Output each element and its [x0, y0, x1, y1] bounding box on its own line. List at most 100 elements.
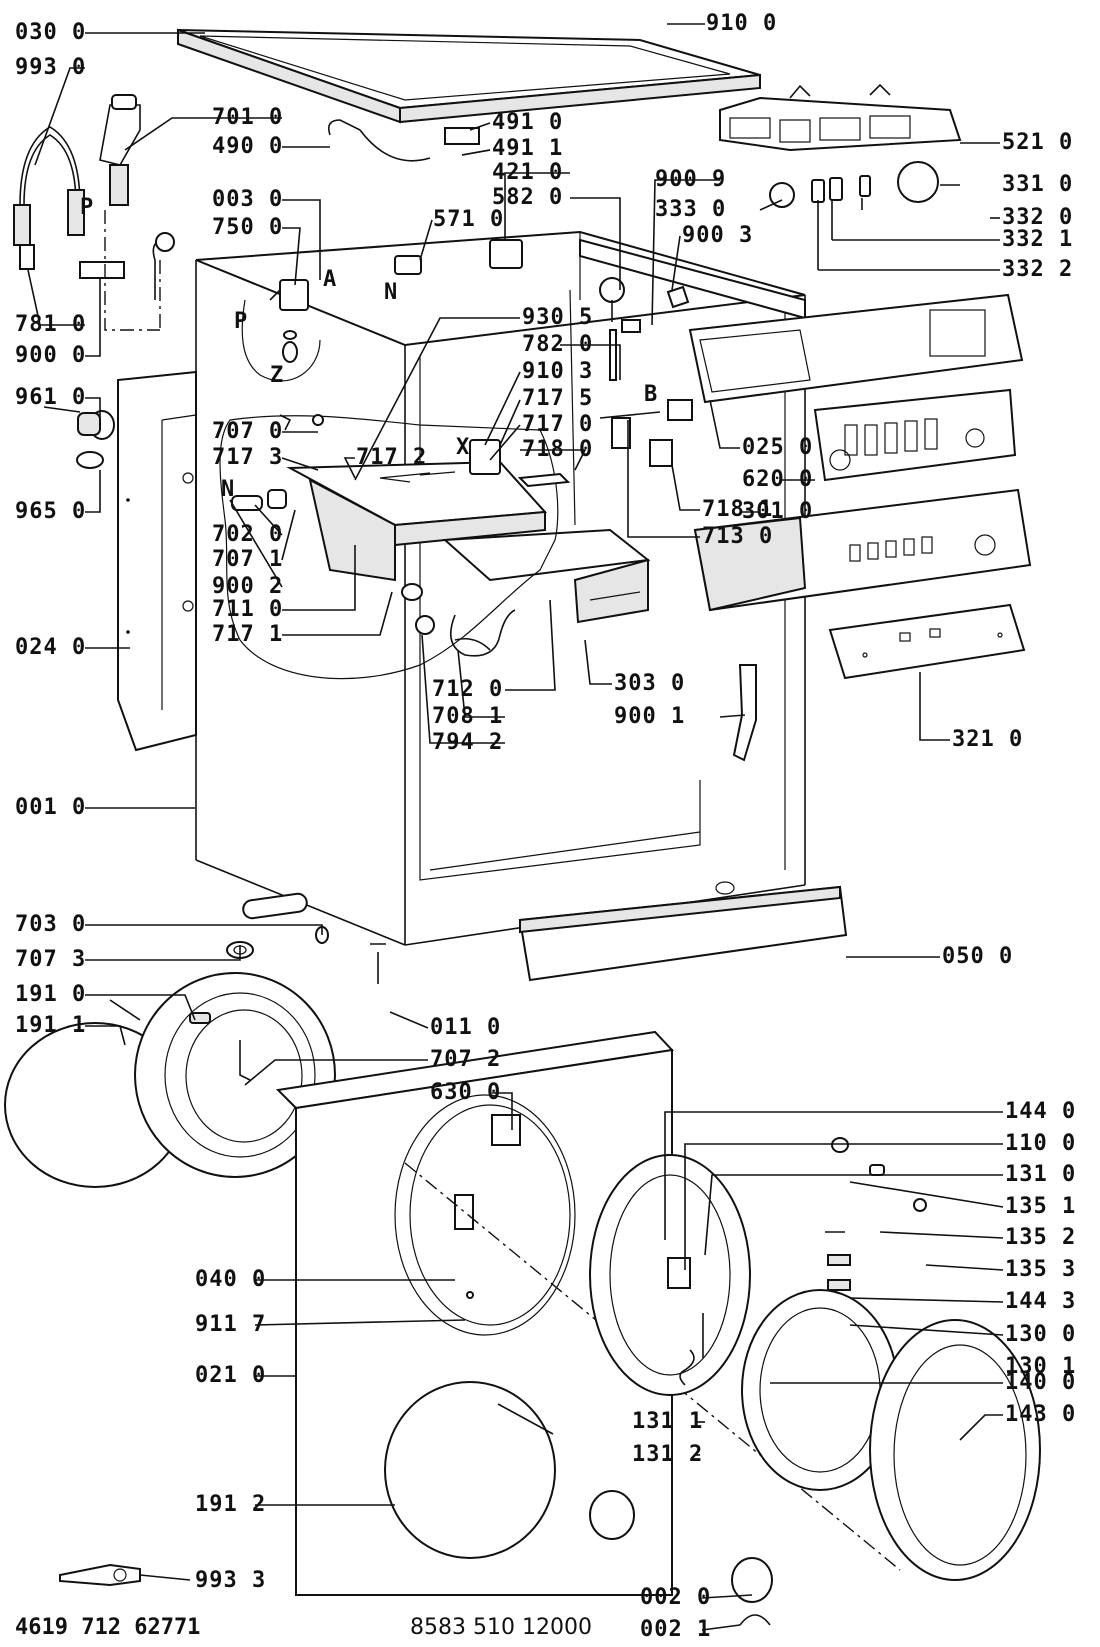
label-030-0: 030 0	[15, 20, 87, 45]
door-drawing	[589, 1154, 1041, 1626]
tube-drawing	[226, 892, 386, 984]
label-782-0: 782 0	[522, 332, 594, 357]
control-panels-drawing	[688, 293, 1032, 680]
label-703-0: 703 0	[15, 912, 87, 937]
label-491-0: 491 0	[492, 110, 564, 135]
label-571-0: 571 0	[433, 207, 505, 232]
label-900-2: 900 2	[212, 574, 284, 599]
label-491-1: 491 1	[492, 136, 564, 161]
label-025-0: 025 0	[742, 435, 814, 460]
label-301-0: 301 0	[742, 499, 814, 524]
label-144-3: 144 3	[1005, 1289, 1077, 1314]
label-050-0: 050 0	[942, 944, 1014, 969]
marker-n-top: N	[384, 280, 399, 305]
marker-x-mid: X	[456, 435, 471, 460]
label-707-2: 707 2	[430, 1047, 502, 1072]
marker-a-top: A	[323, 267, 338, 292]
label-717-1: 717 1	[212, 622, 284, 647]
label-003-0: 003 0	[212, 187, 284, 212]
label-717-2: 717 2	[356, 445, 428, 470]
label-993-0: 993 0	[15, 55, 87, 80]
label-900-9: 900 9	[655, 167, 727, 192]
label-794-2: 794 2	[432, 730, 504, 755]
label-718-0: 718 0	[522, 437, 594, 462]
label-713-0: 713 0	[702, 524, 774, 549]
label-130-0: 130 0	[1005, 1322, 1077, 1347]
label-321-0: 321 0	[952, 727, 1024, 752]
label-143-0: 143 0	[1005, 1402, 1077, 1427]
control-unit-drawing	[719, 83, 962, 152]
label-521-0: 521 0	[1002, 130, 1074, 155]
marker-n-left: N	[221, 477, 236, 502]
label-630-0: 630 0	[430, 1080, 502, 1105]
label-910-0: 910 0	[706, 11, 778, 36]
leader-lines	[27, 23, 1004, 1631]
dispenser-outline	[219, 415, 559, 680]
label-024-0: 024 0	[15, 635, 87, 660]
label-781-0: 781 0	[15, 312, 87, 337]
side-panel-drawing	[117, 370, 197, 752]
label-140-0: 140 0	[1005, 1370, 1077, 1395]
label-965-0: 965 0	[15, 499, 87, 524]
small-parts-right	[825, 1137, 927, 1291]
label-333-0: 333 0	[655, 197, 727, 222]
label-191-0: 191 0	[15, 982, 87, 1007]
label-191-2: 191 2	[195, 1492, 267, 1517]
label-001-0: 001 0	[15, 795, 87, 820]
label-582-0: 582 0	[492, 185, 564, 210]
hose-drawing	[13, 94, 175, 331]
small-parts-left	[43, 406, 115, 469]
label-332-1: 332 1	[1002, 227, 1074, 252]
label-620-0: 620 0	[742, 467, 814, 492]
label-702-0: 702 0	[212, 522, 284, 547]
label-701-0: 701 0	[212, 105, 284, 130]
label-930-5: 930 5	[522, 305, 594, 330]
label-421-0: 421 0	[492, 160, 564, 185]
label-712-0: 712 0	[432, 677, 504, 702]
footer-center-code: 8583 510 12000	[410, 1615, 592, 1640]
label-303-0: 303 0	[614, 671, 686, 696]
label-332-2: 332 2	[1002, 257, 1074, 282]
label-332-0: 332 0	[1002, 205, 1074, 230]
label-490-0: 490 0	[212, 134, 284, 159]
label-135-2: 135 2	[1005, 1225, 1077, 1250]
label-707-3: 707 3	[15, 947, 87, 972]
marker-z-mid: Z	[270, 363, 285, 388]
label-135-1: 135 1	[1005, 1194, 1077, 1219]
label-131-2: 131 2	[632, 1442, 704, 1467]
label-717-0: 717 0	[522, 412, 594, 437]
label-135-3: 135 3	[1005, 1257, 1077, 1282]
label-011-0: 011 0	[430, 1015, 502, 1040]
door-boot-drawing	[4, 972, 336, 1188]
label-002-1: 002 1	[640, 1617, 712, 1642]
label-131-1: 131 1	[632, 1409, 704, 1434]
label-711-0: 711 0	[212, 597, 284, 622]
marker-b-mid: B	[644, 382, 659, 407]
label-961-0: 961 0	[15, 385, 87, 410]
label-708-1: 708 1	[432, 704, 504, 729]
label-331-0: 331 0	[1002, 172, 1074, 197]
label-910-3: 910 3	[522, 359, 594, 384]
label-900-1: 900 1	[614, 704, 686, 729]
top-cover-drawing	[177, 28, 761, 124]
label-707-1: 707 1	[212, 547, 284, 572]
marker-p-top: P	[80, 195, 95, 220]
label-717-3: 717 3	[212, 445, 284, 470]
label-130-1: 130 1	[1005, 1354, 1077, 1379]
label-900-0: 900 0	[15, 343, 87, 368]
label-717-5: 717 5	[522, 386, 594, 411]
label-750-0: 750 0	[212, 215, 284, 240]
label-144-0: 144 0	[1005, 1099, 1077, 1124]
label-191-1: 191 1	[15, 1013, 87, 1038]
label-718-1: 718 1	[702, 497, 774, 522]
label-040-0: 040 0	[195, 1267, 267, 1292]
dispenser-drawing	[231, 460, 651, 657]
label-993-3: 993 3	[195, 1568, 267, 1593]
wrench-drawing	[59, 1563, 141, 1587]
label-707-0: 707 0	[212, 419, 284, 444]
label-021-0: 021 0	[195, 1363, 267, 1388]
footer-left-code: 4619 712 62771	[15, 1615, 201, 1640]
label-131-0: 131 0	[1005, 1162, 1077, 1187]
front-panel-drawing	[275, 1030, 901, 1596]
